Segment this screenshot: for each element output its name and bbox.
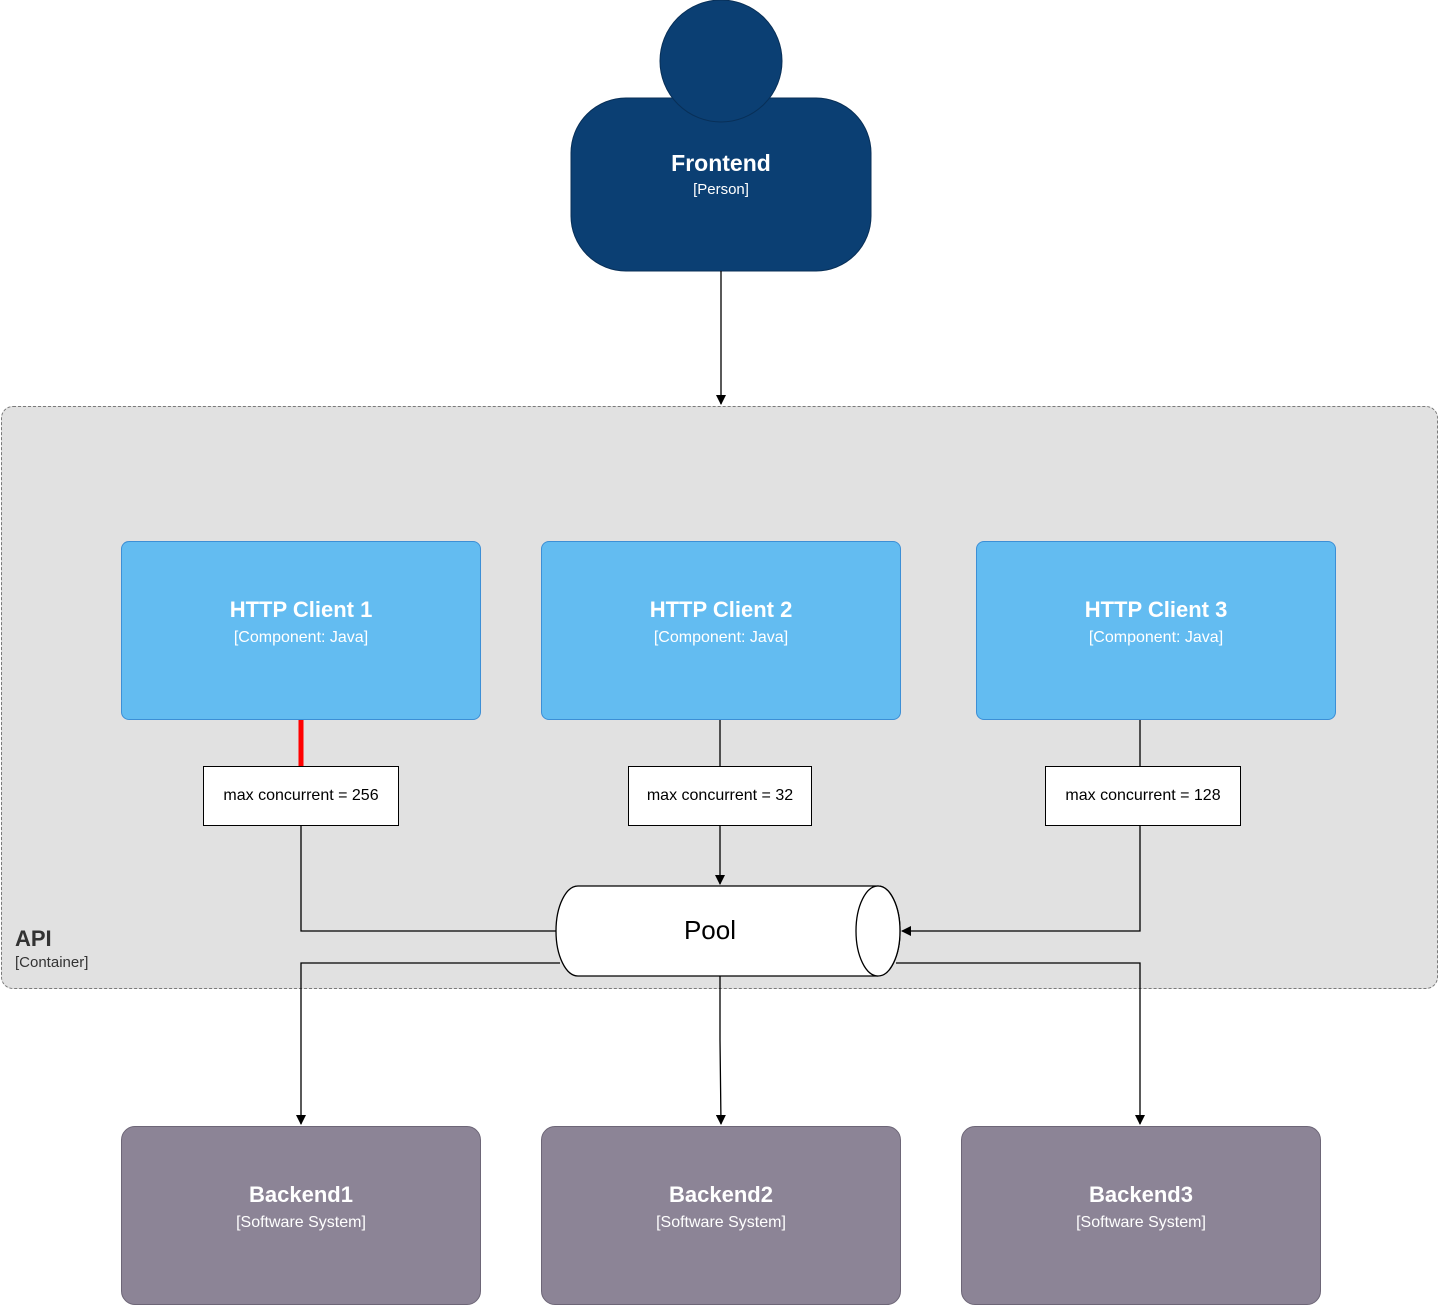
frontend-person: Frontend [Person] <box>571 150 871 198</box>
edge-limit1-pool <box>300 826 556 932</box>
edge-limit3-pool <box>901 826 1141 936</box>
component-type: [Component: Java] <box>653 629 789 646</box>
component-name: HTTP Client 3 <box>1084 597 1228 622</box>
backend-2[interactable]: Backend2 [Software System] <box>541 1126 901 1305</box>
component-http-client-1[interactable]: HTTP Client 1 [Component: Java] <box>121 541 481 720</box>
pool-label: Pool <box>683 915 737 945</box>
component-name: HTTP Client 1 <box>229 597 373 622</box>
backend-3[interactable]: Backend3 [Software System] <box>961 1126 1321 1305</box>
edge-pool-backend2 <box>715 976 726 1125</box>
component-http-client-3[interactable]: HTTP Client 3 [Component: Java] <box>976 541 1336 720</box>
limit-label-client-2[interactable]: max concurrent = 32 <box>628 766 812 826</box>
pool-cylinder[interactable] <box>555 885 901 977</box>
edge-pool-backend1 <box>296 962 560 1125</box>
component-name: HTTP Client 2 <box>649 597 793 622</box>
backend-type: [Software System] <box>656 1214 786 1231</box>
container-name: API <box>15 926 52 951</box>
container-type: [Container] <box>15 954 89 971</box>
component-http-client-2[interactable]: HTTP Client 2 [Component: Java] <box>541 541 901 720</box>
backend-type: [Software System] <box>1076 1214 1206 1231</box>
person-type: [Person] <box>693 181 749 198</box>
component-type: [Component: Java] <box>1088 629 1224 646</box>
limit-label-client-3[interactable]: max concurrent = 128 <box>1045 766 1241 826</box>
api-container-label: API [Container] <box>15 926 88 971</box>
backend-1[interactable]: Backend1 [Software System] <box>121 1126 481 1305</box>
component-type: [Component: Java] <box>233 629 369 646</box>
person-shape[interactable] <box>570 0 872 272</box>
backend-type: [Software System] <box>236 1214 366 1231</box>
backend-name: Backend1 <box>249 1182 353 1207</box>
backend-name: Backend3 <box>1089 1182 1193 1207</box>
edge-pool-backend3 <box>896 962 1145 1125</box>
backend-name: Backend2 <box>669 1182 773 1207</box>
limit-label-client-1[interactable]: max concurrent = 256 <box>203 766 399 826</box>
person-name: Frontend <box>671 150 771 176</box>
